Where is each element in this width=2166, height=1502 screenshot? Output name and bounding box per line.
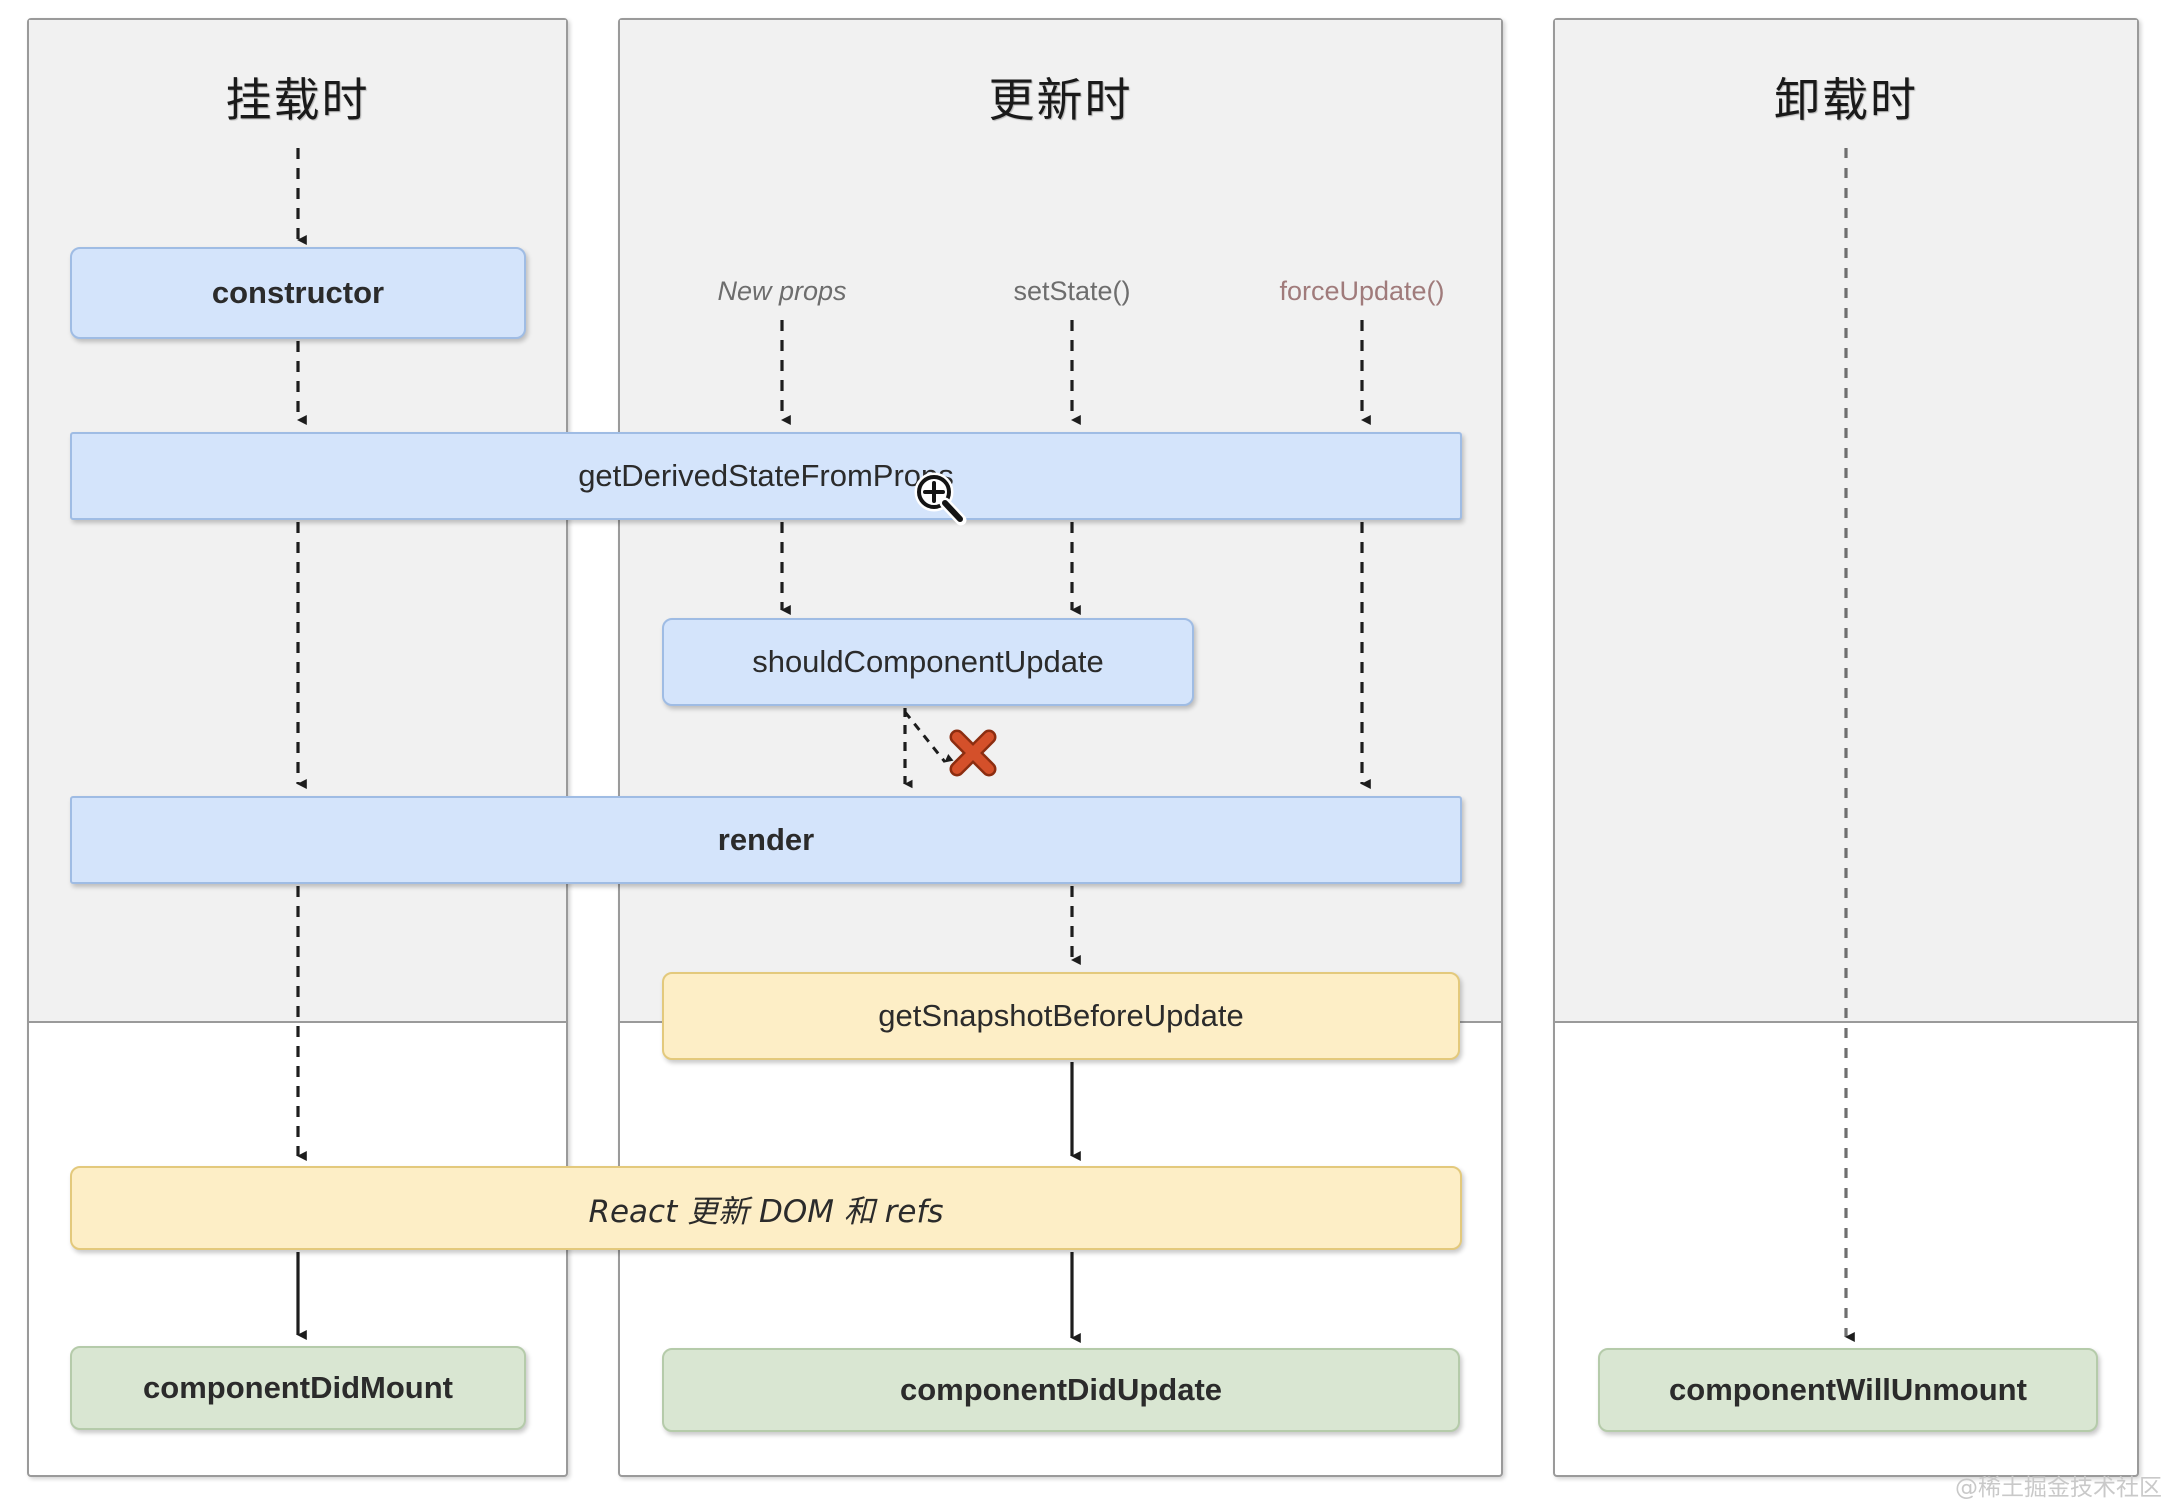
phase-title-mount: 挂载时 [225,73,370,127]
node-should-component-update[interactable]: shouldComponentUpdate [662,618,1194,706]
phase-title-unmount: 卸载时 [1774,73,1918,127]
phase-title-update: 更新时 [988,73,1133,127]
node-component-did-update[interactable]: componentDidUpdate [662,1348,1460,1432]
trigger-new-props: New props [717,276,847,306]
node-component-did-mount[interactable]: componentDidMount [70,1346,526,1430]
node-get-derived-state-from-props[interactable]: getDerivedStateFromProps [70,432,1462,520]
red-x-icon [948,728,998,778]
watermark: @稀土掘金技术社区 [1955,1475,2162,1501]
node-get-snapshot-before-update[interactable]: getSnapshotBeforeUpdate [662,972,1460,1060]
node-component-will-unmount[interactable]: componentWillUnmount [1598,1348,2098,1432]
trigger-force-update: forceUpdate() [1279,276,1445,306]
node-constructor[interactable]: constructor [70,247,526,339]
node-react-updates-dom-and-refs[interactable]: React 更新 DOM 和 refs [70,1166,1462,1250]
trigger-set-state: setState() [1013,276,1131,306]
zoom-in-cursor [912,470,970,528]
node-render[interactable]: render [70,796,1462,884]
